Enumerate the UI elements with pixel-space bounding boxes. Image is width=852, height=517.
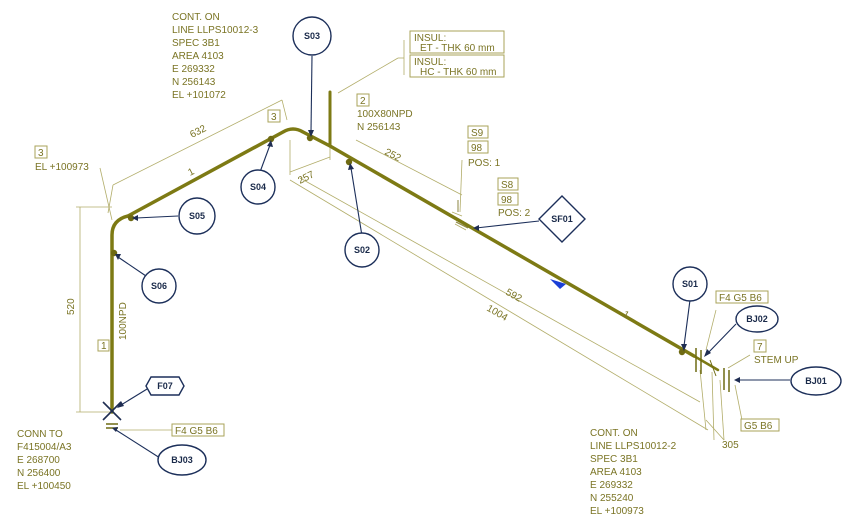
dim-1004: 1004 [485,303,510,324]
note-line: N 255240 [590,493,634,504]
insulation-label: INSUL: [414,33,446,44]
callout-s05[interactable]: S05 [178,197,216,235]
callout-f07[interactable]: F07 [145,376,185,396]
support-number: 98 [501,195,513,206]
pipe-tag: 1 [621,309,632,322]
callout-label: S01 [682,279,698,289]
note-line: SPEC 3B1 [590,454,638,465]
branch-size: 100X80NPD [357,109,413,120]
support-position: POS: 1 [468,158,501,169]
callout-label: BJ01 [805,376,827,386]
note-line: CONN TO [17,429,63,440]
note-line: E 268700 [17,455,60,466]
note-line: CONT. ON [172,12,220,23]
branch-northing: N 256143 [357,122,401,133]
branch-tag: 2 [360,96,366,107]
pipe-tag: 1 [186,166,196,179]
gasket-spec: G5 B6 [744,421,773,432]
note-line: LINE LLPS10012-2 [590,441,677,452]
pipe-tag: 1 [101,341,107,352]
callout-label: S06 [151,281,167,291]
note-line: CONT. ON [590,428,638,439]
pipe-tags: 1 1 1 100NPD [101,166,631,352]
callout-label: SF01 [551,214,573,224]
dim-257: 257 [296,169,316,187]
note-line: EL +100450 [17,481,71,492]
note-line: E 269332 [172,64,215,75]
callout-leaders [112,55,790,459]
insulation-label: HC - THK 60 mm [420,67,497,78]
dim-305: 305 [722,440,739,451]
pipe-size: 100NPD [118,302,129,340]
branch-label: 2 100X80NPD N 256143 [357,96,413,133]
support-labels: S9 98 POS: 1 S8 98 POS: 2 [468,128,531,219]
flange-right-icon [695,348,730,392]
dim-520: 520 [66,298,77,315]
bottom-right-note: CONT. ON LINE LLPS10012-2 SPEC 3B1 AREA … [590,428,677,517]
support-id: S8 [501,180,514,191]
callout-bj01[interactable]: BJ01 [790,366,842,396]
callout-bj02[interactable]: BJ02 [735,305,779,333]
support-number: 98 [471,143,483,154]
dim-592: 592 [504,287,524,305]
tag-boxes [34,30,780,437]
insulation-labels: INSUL: ET - THK 60 mm INSUL: HC - THK 60… [414,33,497,78]
callout-label: S02 [354,245,370,255]
note-line: N 256400 [17,468,61,479]
valve-stem-note: STEM UP [754,355,799,366]
elbow-elevation: EL +100973 [35,162,89,173]
callout-label: BJ02 [746,314,768,324]
note-line: SPEC 3B1 [172,38,220,49]
callout-label: S04 [250,182,266,192]
support-icon [455,200,469,229]
elbow-tag: 3 [38,148,44,159]
flange-spec: F4 G5 B6 [719,293,762,304]
callout-bj03[interactable]: BJ03 [157,444,207,476]
note-line: EL +101072 [172,90,226,101]
dim-252: 252 [383,147,403,165]
support-position: POS: 2 [498,208,531,219]
insulation-label: INSUL: [414,57,446,68]
flow-arrow-icon [550,279,566,289]
note-line: E 269332 [590,480,633,491]
note-line: AREA 4103 [590,467,642,478]
note-line: F415004/A3 [17,442,72,453]
callout-s02[interactable]: S02 [344,232,380,268]
callout-label: S03 [304,31,320,41]
valve-tag: 7 [757,342,763,353]
bend-tag: 3 [271,112,277,123]
dimension-lines [76,40,751,441]
note-line: N 256143 [172,77,216,88]
callout-sf01[interactable]: SF01 [538,195,586,243]
callout-label: F07 [157,381,173,391]
support-id: S9 [471,128,484,139]
callout-s03[interactable]: S03 [292,16,332,56]
callout-label: S05 [189,211,205,221]
note-line: EL +100973 [590,506,644,517]
pipe-route [110,90,720,414]
callout-s01[interactable]: S01 [672,266,708,302]
note-line: AREA 4103 [172,51,224,62]
callout-s06[interactable]: S06 [141,268,177,304]
callout-s04[interactable]: S04 [240,169,276,205]
top-continuation-note: CONT. ON LINE LLPS10012-3 SPEC 3B1 AREA … [172,12,259,101]
note-line: LINE LLPS10012-3 [172,25,259,36]
weld-points [110,134,686,356]
bottom-left-note: CONN TO F415004/A3 E 268700 N 256400 EL … [17,429,72,492]
callout-label: BJ03 [171,455,193,465]
right-flange-labels: F4 G5 B6 7 STEM UP G5 B6 [719,293,799,432]
flange-spec: F4 G5 B6 [175,426,218,437]
insulation-label: ET - THK 60 mm [420,43,495,54]
